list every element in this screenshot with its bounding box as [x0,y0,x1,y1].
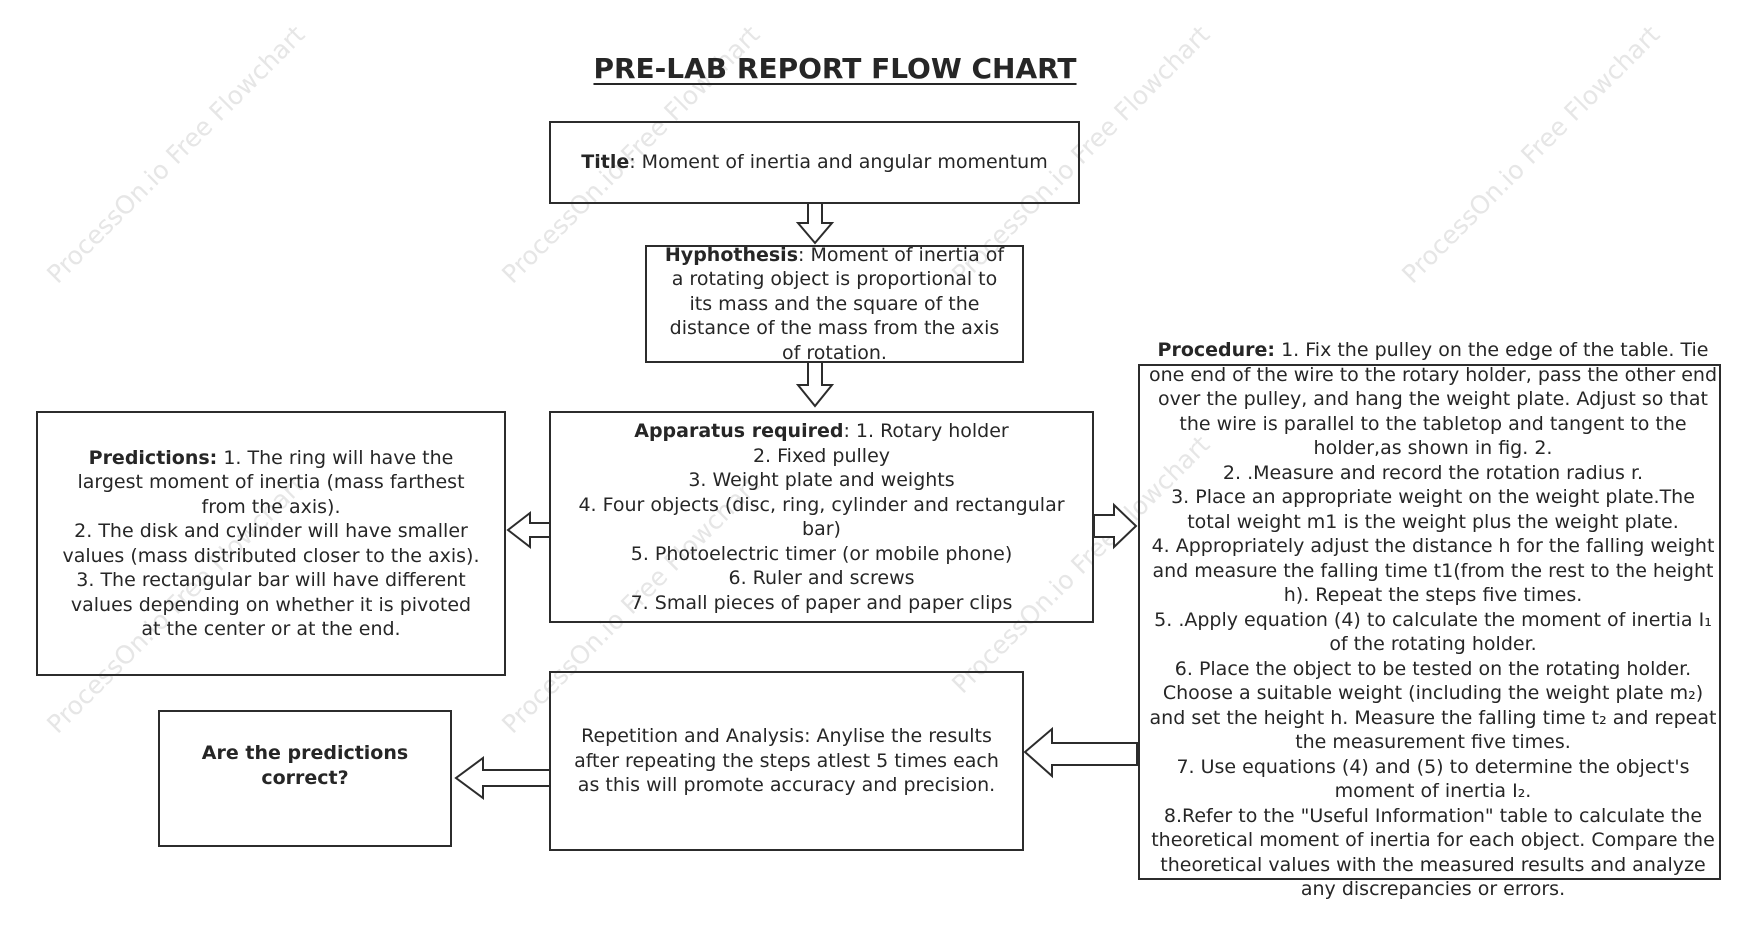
apparatus-item: : 1. Rotary holder [843,420,1009,442]
apparatus-item: 5. Photoelectric timer (or mobile phone) [630,542,1013,565]
procedure-step: 7. Use equations (4) and (5) to determin… [1176,755,1690,803]
hypothesis-text: : Moment of inertia of a rotating object… [669,243,1005,364]
predictions-label: Predictions: [88,446,218,469]
apparatus-item: 7. Small pieces of paper and paper clips [630,591,1013,614]
arrow-down-icon [795,202,835,245]
apparatus-item: 4. Four objects (disc, ring, cylinder an… [578,493,1065,541]
arrow-left-icon [454,756,551,800]
apparatus-item: 3. Weight plate and weights [688,469,955,491]
prediction-item: 3. The rectangular bar will have differe… [70,569,472,640]
repetition-text: Repetition and Analysis: Anylise the res… [574,725,999,797]
hypothesis-box: Hyphothesis: Moment of inertia of a rota… [645,243,1024,364]
question-box: Are the predictions correct? [158,710,452,847]
prediction-item: 1. The ring will have the largest moment… [77,446,465,518]
procedure-step: 6. Place the object to be tested on the … [1149,657,1717,754]
repetition-box: Repetition and Analysis: Anylise the res… [549,671,1024,851]
arrow-down-icon [795,361,835,408]
apparatus-item: 6. Ruler and screws [728,567,915,589]
procedure-step: 8.Refer to the "Useful Information" tabl… [1151,804,1715,901]
predictions-box: Predictions: 1. The ring will have the l… [36,411,506,676]
title-box-label: Title [581,151,630,174]
arrow-right-icon [1093,502,1138,550]
title-box-text: : Moment of inertia and angular momentum [629,151,1048,174]
procedure-step: 1. Fix the pulley on the edge of the tab… [1148,339,1718,459]
question-text: Are the predictions correct? [201,742,409,789]
apparatus-box: Apparatus required: 1. Rotary holder 2. … [549,411,1094,623]
arrow-left-icon [1023,726,1138,779]
apparatus-item: 2. Fixed pulley [752,444,891,467]
procedure-step: 2. .Measure and record the rotation radi… [1222,461,1644,484]
apparatus-label: Apparatus required [634,420,844,442]
procedure-step: 5. .Apply equation (4) to calculate the … [1154,608,1712,656]
hypothesis-label: Hyphothesis [664,243,798,266]
procedure-box [1138,364,1721,880]
procedure-text: Procedure: 1. Fix the pulley on the edge… [1148,338,1718,902]
page-title: PRE-LAB REPORT FLOW CHART [593,52,1077,85]
prediction-item: 2. The disk and cylinder will have small… [62,520,480,567]
procedure-step: 4. Appropriately adjust the distance h f… [1151,535,1715,606]
procedure-label: Procedure: [1157,339,1276,361]
procedure-step: 3. Place an appropriate weight on the we… [1171,486,1695,533]
arrow-left-icon [506,510,551,550]
